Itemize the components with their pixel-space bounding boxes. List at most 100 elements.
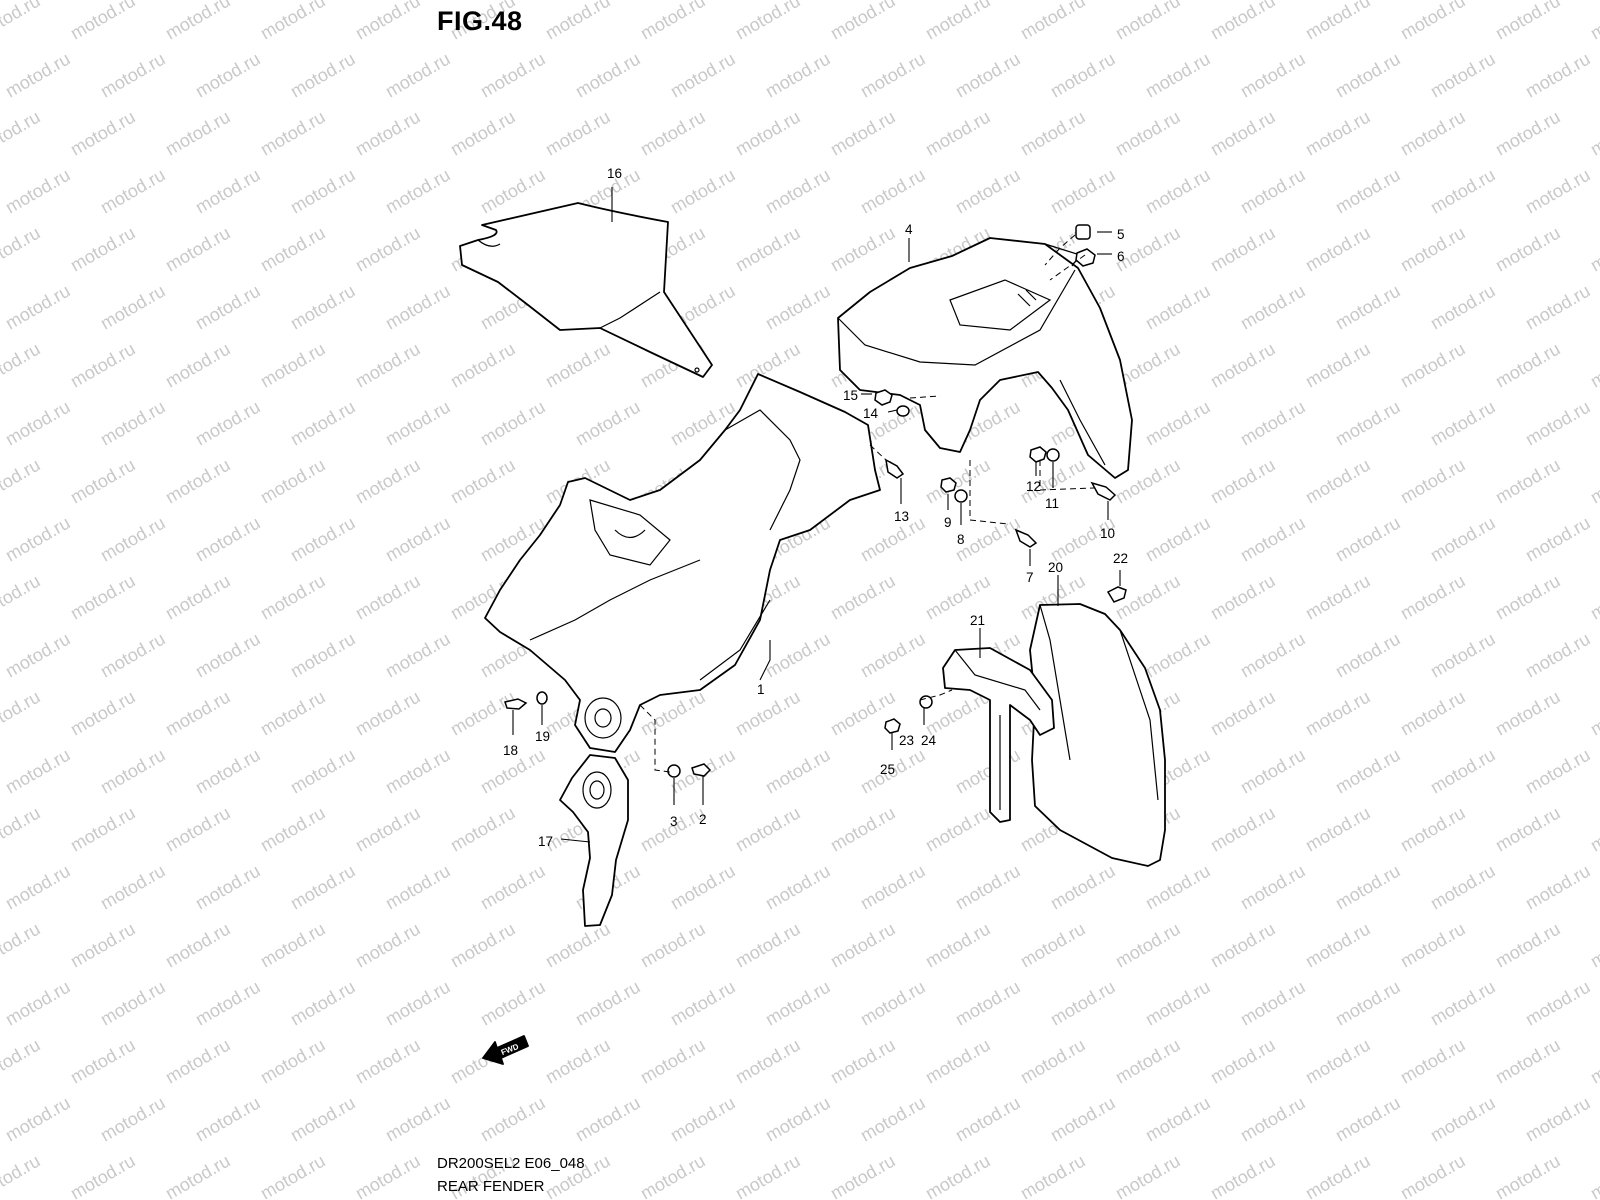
watermark-text: motod.ru: [1522, 397, 1594, 450]
part-16-shield-plate: [459, 202, 713, 378]
watermark-text: motod.ru: [257, 455, 329, 508]
watermark-text: motod.ru: [1332, 397, 1404, 450]
watermark-text: motod.ru: [1427, 281, 1499, 334]
watermark-text: motod.ru: [1332, 513, 1404, 566]
watermark-text: motod.ru: [162, 919, 234, 972]
watermark-text: motod.ru: [257, 107, 329, 160]
watermark-text: motod.ru: [97, 49, 169, 102]
callout-24: 24: [921, 733, 937, 748]
watermark-text: motod.ru: [1302, 687, 1374, 740]
watermark-text: motod.ru: [1522, 281, 1594, 334]
watermark-text: motod.ru: [1492, 107, 1564, 160]
watermark-text: motod.ru: [477, 861, 549, 914]
watermark-text: motod.ru: [382, 49, 454, 102]
callout-20: 20: [1048, 560, 1063, 575]
watermark-text: motod.ru: [667, 861, 739, 914]
watermark-text: motod.ru: [1522, 1093, 1594, 1146]
part-10-bolt-icon: [1090, 481, 1117, 501]
watermark-text: motod.ru: [827, 1035, 899, 1088]
watermark-text: motod.ru: [827, 1151, 899, 1200]
watermark-text: motod.ru: [67, 339, 139, 392]
watermark-text: motod.ru: [1017, 107, 1089, 160]
callout-8: 8: [957, 532, 965, 547]
part-22-bolt-icon: [1106, 586, 1127, 603]
watermark-text: motod.ru: [97, 629, 169, 682]
watermark-text: motod.ru: [762, 281, 834, 334]
watermark-text: motod.ru: [97, 745, 169, 798]
watermark-text: motod.ru: [827, 0, 899, 43]
part-1-inner-fender: [484, 373, 881, 753]
watermark-text: motod.ru: [1332, 977, 1404, 1030]
part-11-washer-icon: [1046, 448, 1060, 462]
watermark-text: motod.ru: [952, 861, 1024, 914]
watermark-text: motod.ru: [637, 0, 709, 43]
watermark-text: motod.ru: [1302, 107, 1374, 160]
watermark-text: motod.ru: [952, 165, 1024, 218]
watermark-text: motod.ru: [1017, 0, 1089, 43]
watermark-text: motod.ru: [352, 919, 424, 972]
watermark-text: motod.ru: [1302, 1035, 1374, 1088]
part-21-flap-bracket: [942, 647, 1055, 823]
watermark-text: motod.ru: [67, 0, 139, 43]
watermark-text: motod.ru: [1207, 107, 1279, 160]
watermark-text: motod.ru: [1302, 571, 1374, 624]
watermark-text: motod.ru: [1237, 281, 1309, 334]
watermark-text: motod.ru: [447, 687, 519, 740]
watermark-text: motod.ru: [1397, 0, 1469, 43]
watermark-text: motod.ru: [192, 49, 264, 102]
watermark-text: motod.ru: [0, 339, 44, 392]
watermark-text: motod.ru: [637, 1035, 709, 1088]
watermark-text: motod.ru: [1522, 861, 1594, 914]
watermark-text: motod.ru: [732, 0, 804, 43]
watermark-text: motod.ru: [0, 107, 44, 160]
figure-title: FIG.48: [437, 6, 523, 36]
watermark-text: motod.ru: [2, 629, 74, 682]
part-20-mud-flap: [1029, 603, 1166, 867]
watermark-text: motod.ru: [0, 0, 44, 43]
watermark-text: motod.ru: [1237, 165, 1309, 218]
watermark-text: motod.ru: [1142, 977, 1214, 1030]
watermark-text: motod.ru: [352, 107, 424, 160]
watermark-text: motod.ru: [67, 223, 139, 276]
watermark-text: motod.ru: [762, 629, 834, 682]
watermark-text: motod.ru: [732, 1151, 804, 1200]
watermark-text: motod.ru: [2, 977, 74, 1030]
watermark-text: motod.ru: [1017, 1151, 1089, 1200]
watermark-text: motod.ru: [1492, 339, 1564, 392]
watermark-text: motod.ru: [2, 49, 74, 102]
watermark-text: motod.ru: [1142, 861, 1214, 914]
watermark-text: motod.ru: [382, 629, 454, 682]
watermark-text: motod.ru: [447, 107, 519, 160]
watermark-text: motod.ru: [287, 629, 359, 682]
watermark-text: motod.ru: [352, 687, 424, 740]
watermark-text: motod.ru: [1587, 455, 1600, 508]
watermark-text: motod.ru: [1142, 1093, 1214, 1146]
watermark-text: motod.ru: [1332, 165, 1404, 218]
watermark-text: motod.ru: [922, 0, 994, 43]
callout-15: 15: [843, 388, 858, 403]
model-code: DR200SEL2 E06_048: [437, 1155, 585, 1172]
watermark-text: motod.ru: [1587, 107, 1600, 160]
watermark-text: motod.ru: [67, 1035, 139, 1088]
watermark-text: motod.ru: [257, 687, 329, 740]
watermark-text: motod.ru: [97, 861, 169, 914]
watermark-text: motod.ru: [1237, 861, 1309, 914]
callout-9: 9: [944, 515, 952, 530]
watermark-text: motod.ru: [952, 1093, 1024, 1146]
watermark-text: motod.ru: [1427, 861, 1499, 914]
callout-labels: 16 4 5 6 15 14 13 12 11 10 9 8 7 20 21 2…: [503, 166, 1128, 849]
watermark-text: motod.ru: [1237, 629, 1309, 682]
callout-7: 7: [1026, 570, 1034, 585]
part-3-washer-icon: [667, 764, 681, 778]
watermark-text: motod.ru: [1207, 339, 1279, 392]
watermark-text: motod.ru: [857, 513, 929, 566]
watermark-text: motod.ru: [542, 919, 614, 972]
watermark-text: motod.ru: [1237, 745, 1309, 798]
watermark-text: motod.ru: [922, 919, 994, 972]
watermark-text: motod.ru: [0, 455, 44, 508]
watermark-text: motod.ru: [1587, 1035, 1600, 1088]
part-8-washer-icon: [954, 489, 968, 503]
watermark-text: motod.ru: [287, 49, 359, 102]
watermark-text: motod.ru: [1522, 745, 1594, 798]
